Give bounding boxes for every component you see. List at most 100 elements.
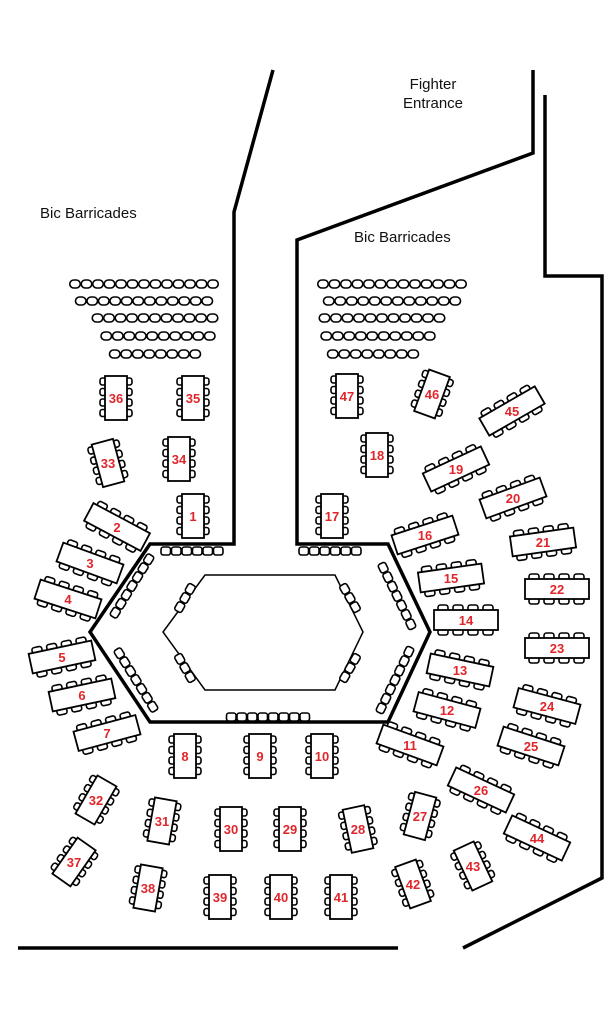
table-number-43: 43 (466, 859, 480, 874)
table-number-42: 42 (406, 877, 420, 892)
table-34[interactable]: 34 (162, 436, 196, 482)
table-39[interactable]: 39 (203, 874, 237, 920)
table-29[interactable]: 29 (273, 806, 307, 852)
table-number-23: 23 (550, 641, 564, 656)
ring-inner (162, 574, 364, 691)
ringside-row-10 (174, 652, 196, 684)
table-43[interactable]: 43 (449, 839, 497, 892)
right-outer-wall (462, 95, 604, 950)
table-9[interactable]: 9 (243, 733, 277, 779)
table-number-28: 28 (351, 822, 365, 837)
table-number-1: 1 (189, 509, 196, 524)
barricades-left-label: Bic Barricades (40, 205, 137, 222)
chair-row-6 (316, 279, 468, 289)
table-number-32: 32 (89, 793, 103, 808)
table-number-14: 14 (459, 613, 474, 628)
table-number-20: 20 (506, 491, 520, 506)
table-46[interactable]: 46 (409, 368, 454, 420)
fighter-entrance-label: Fighter (410, 76, 457, 93)
table-38[interactable]: 38 (128, 863, 168, 913)
table-21[interactable]: 21 (508, 522, 578, 562)
table-19[interactable]: 19 (421, 442, 492, 496)
table-number-18: 18 (370, 448, 384, 463)
table-number-35: 35 (186, 391, 200, 406)
table-16[interactable]: 16 (390, 511, 460, 559)
table-32[interactable]: 32 (71, 773, 121, 827)
table-41[interactable]: 41 (324, 874, 358, 920)
table-number-36: 36 (109, 391, 123, 406)
table-number-22: 22 (550, 582, 564, 597)
table-2[interactable]: 2 (82, 499, 153, 556)
ringside-row-3 (225, 712, 311, 722)
table-31[interactable]: 31 (142, 796, 182, 846)
table-number-19: 19 (449, 462, 463, 477)
table-1[interactable]: 1 (176, 493, 210, 539)
ring-ringside-rows (109, 546, 417, 722)
table-3[interactable]: 3 (55, 538, 125, 588)
table-45[interactable]: 45 (477, 382, 547, 440)
ringside-row-9 (339, 582, 361, 614)
table-12[interactable]: 12 (412, 687, 482, 733)
ringside-row-4 (109, 553, 155, 619)
table-36[interactable]: 36 (99, 375, 133, 421)
table-26[interactable]: 26 (446, 763, 517, 817)
table-number-5: 5 (58, 650, 65, 665)
table-number-46: 46 (425, 387, 439, 402)
table-number-37: 37 (67, 855, 81, 870)
ringside-row-8 (174, 582, 196, 614)
table-40[interactable]: 40 (264, 874, 298, 920)
table-18[interactable]: 18 (360, 432, 394, 478)
ringside-row-5 (377, 561, 417, 631)
chair-row-5 (108, 349, 202, 359)
table-11[interactable]: 11 (375, 720, 445, 770)
table-23[interactable]: 23 (524, 632, 590, 664)
table-13[interactable]: 13 (425, 649, 495, 692)
table-number-27: 27 (413, 809, 427, 824)
table-10[interactable]: 10 (305, 733, 339, 779)
table-37[interactable]: 37 (48, 835, 99, 889)
table-number-10: 10 (315, 749, 329, 764)
table-number-11: 11 (403, 738, 417, 753)
table-number-30: 30 (224, 822, 238, 837)
fighter-entrance-label-line2: Entrance (403, 95, 463, 112)
chair-row-9 (320, 331, 436, 341)
table-number-7: 7 (103, 726, 110, 741)
table-35[interactable]: 35 (176, 375, 210, 421)
table-15[interactable]: 15 (416, 558, 486, 598)
table-28[interactable]: 28 (337, 804, 378, 854)
table-number-47: 47 (340, 389, 354, 404)
table-33[interactable]: 33 (87, 437, 129, 489)
table-number-33: 33 (101, 456, 115, 471)
table-24[interactable]: 24 (512, 683, 582, 729)
chair-row-3 (91, 313, 219, 323)
table-8[interactable]: 8 (168, 733, 202, 779)
table-number-24: 24 (540, 699, 555, 714)
ringside-row-1 (160, 546, 224, 556)
table-6[interactable]: 6 (47, 674, 117, 717)
table-47[interactable]: 47 (330, 373, 364, 419)
table-42[interactable]: 42 (390, 858, 435, 910)
chair-row-4 (100, 331, 216, 341)
table-44[interactable]: 44 (502, 811, 573, 865)
table-5[interactable]: 5 (27, 636, 97, 679)
table-17[interactable]: 17 (315, 493, 349, 539)
chair-row-7 (322, 296, 462, 306)
barricades-right-label: Bic Barricades (354, 229, 451, 246)
table-4[interactable]: 4 (33, 575, 103, 623)
table-22[interactable]: 22 (524, 573, 590, 605)
table-27[interactable]: 27 (399, 790, 441, 842)
table-25[interactable]: 25 (496, 722, 566, 770)
barricade-chair-rows (68, 279, 468, 359)
table-14[interactable]: 14 (433, 604, 499, 636)
table-30[interactable]: 30 (214, 806, 248, 852)
table-number-3: 3 (86, 556, 93, 571)
table-7[interactable]: 7 (72, 710, 142, 756)
table-number-17: 17 (325, 509, 339, 524)
table-20[interactable]: 20 (478, 473, 548, 523)
table-number-38: 38 (141, 881, 155, 896)
table-number-31: 31 (155, 814, 169, 829)
table-number-29: 29 (283, 822, 297, 837)
table-number-4: 4 (64, 592, 72, 607)
